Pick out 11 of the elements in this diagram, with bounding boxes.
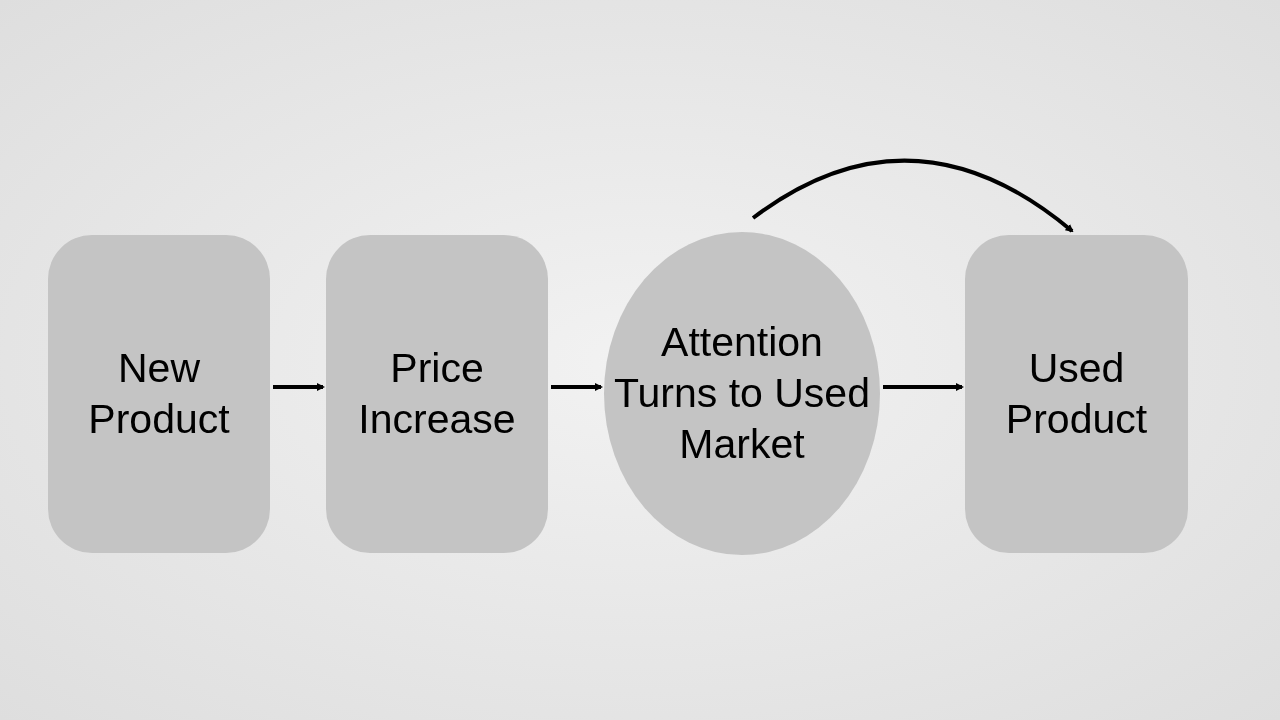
arrow bbox=[551, 383, 603, 391]
process-box bbox=[326, 235, 548, 553]
arrow bbox=[273, 383, 325, 391]
process-box bbox=[965, 235, 1188, 553]
node-label: Attention Turns to Used Market bbox=[613, 317, 871, 470]
node-label: New Product bbox=[87, 343, 231, 444]
node-label: Used Product bbox=[1004, 343, 1149, 444]
arrow bbox=[883, 383, 964, 391]
arrow bbox=[751, 158, 1074, 233]
node-label: Price Increase bbox=[357, 343, 517, 444]
process-box bbox=[48, 235, 270, 553]
